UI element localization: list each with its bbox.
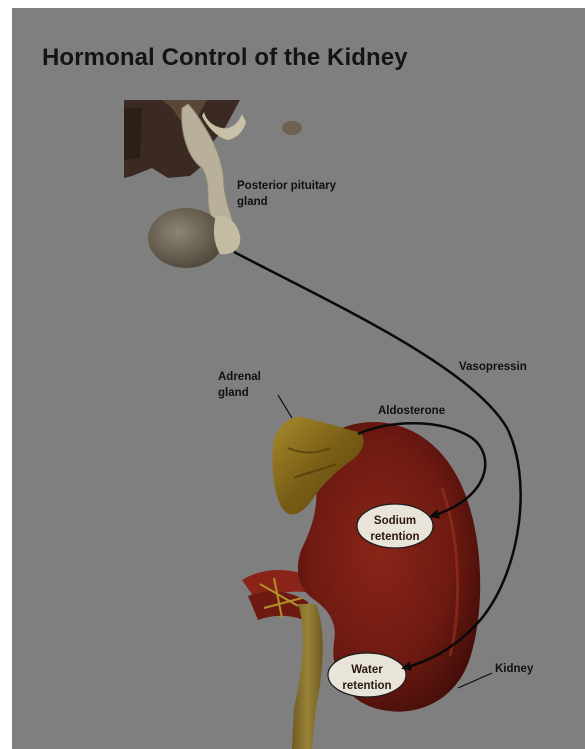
label-adrenal-gland: gland [218, 387, 249, 399]
label-vasopressin: Vasopressin [459, 361, 527, 373]
diagram-frame: Hormonal Control of the Kidney [12, 8, 585, 749]
label-sodium: Sodium [374, 515, 416, 527]
ureter [292, 604, 323, 749]
label-aldosterone: Aldosterone [378, 405, 445, 417]
label-water: Water [351, 664, 383, 676]
label-sodium-retention: retention [370, 531, 419, 543]
diagram-canvas: Posterior pituitary gland Adrenal gland … [12, 8, 585, 749]
label-posterior-pituitary: Posterior pituitary [237, 180, 337, 192]
label-pituitary-gland: gland [237, 196, 268, 208]
label-adrenal: Adrenal [218, 371, 261, 383]
kidney-pointer-line [458, 673, 492, 688]
label-water-retention: retention [342, 680, 391, 692]
adrenal-pointer-line [278, 395, 292, 418]
label-kidney: Kidney [495, 663, 534, 675]
small-tissue-nodule [282, 121, 302, 135]
